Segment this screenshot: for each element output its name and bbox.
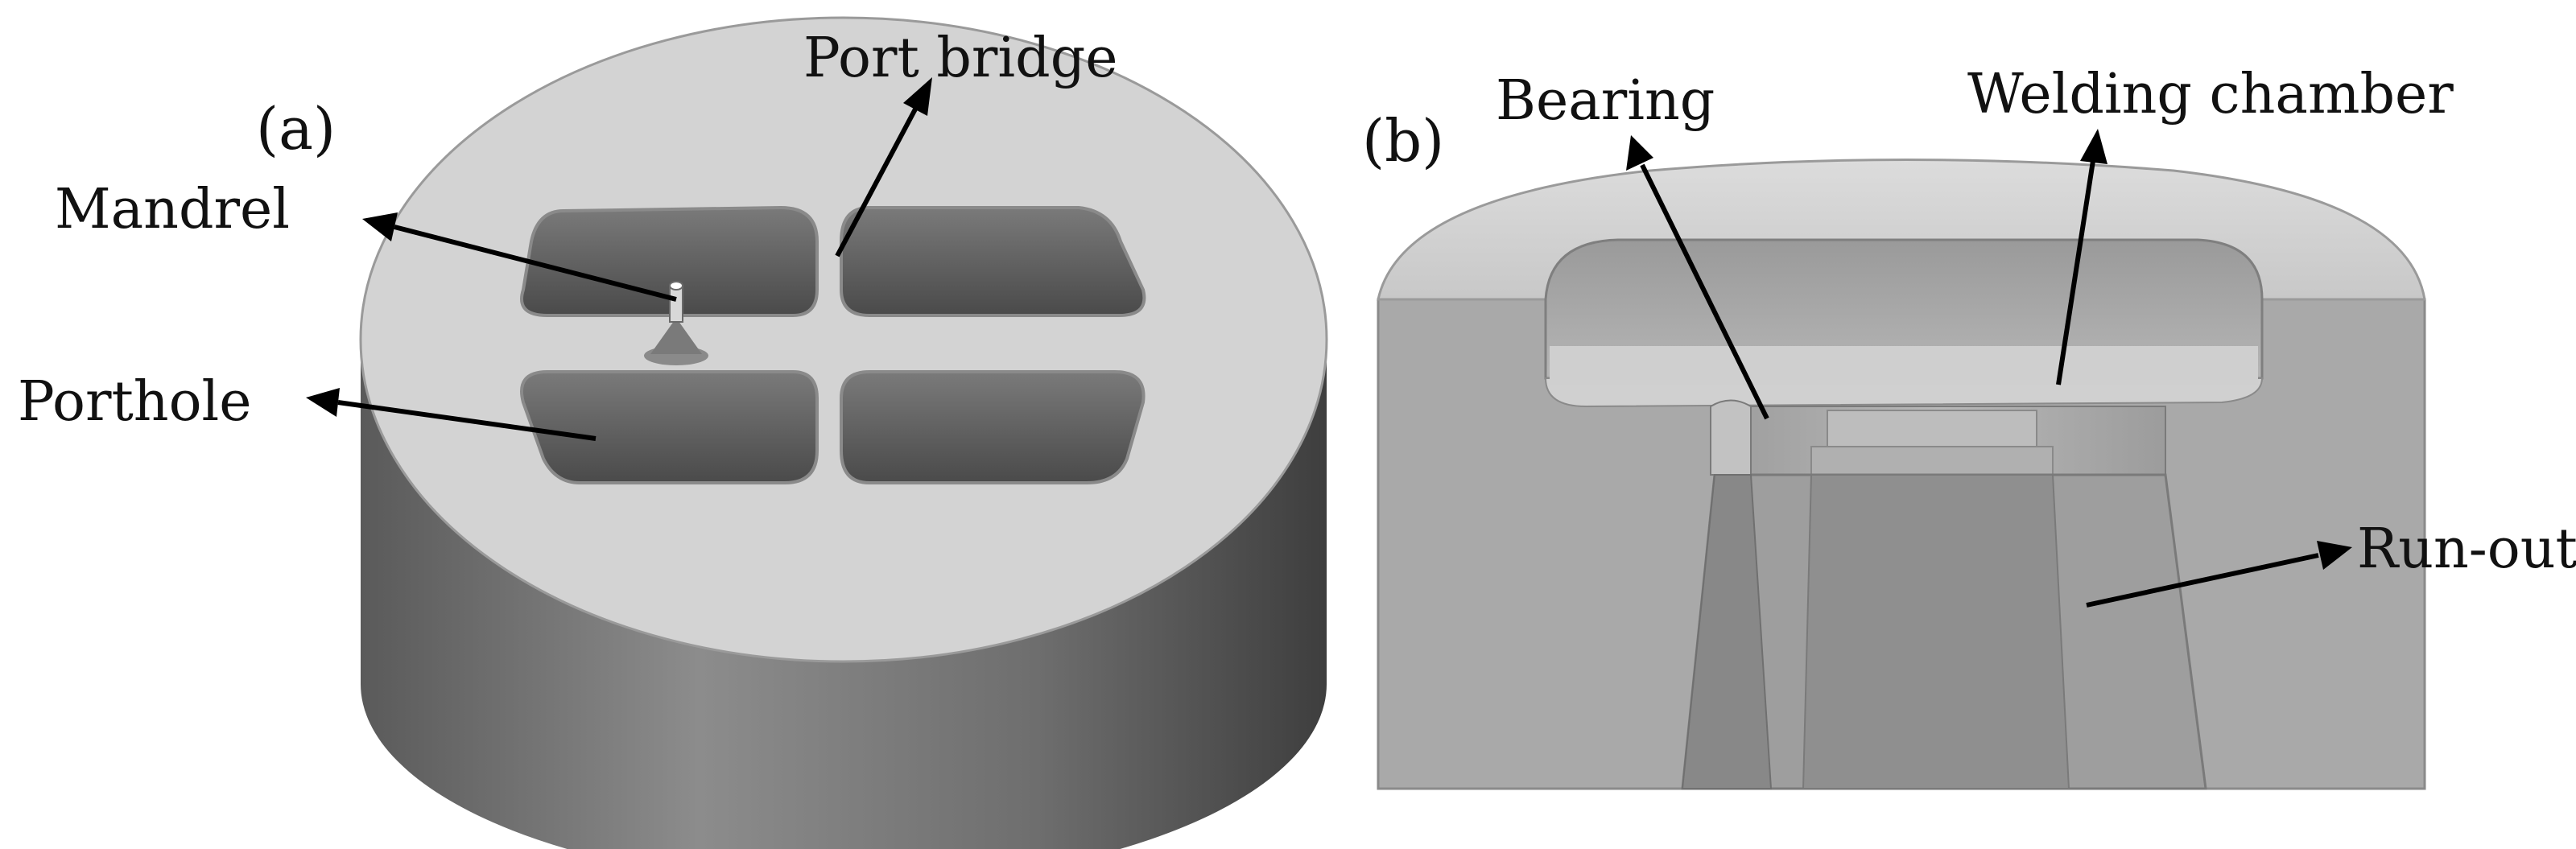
panel-a: (a) Port bridge Mandrel Porthole — [18, 16, 1328, 849]
porthole-bottom-right — [840, 370, 1146, 484]
label-run-out: Run-out — [2357, 517, 2576, 581]
porthole-openings — [520, 205, 1146, 484]
label-porthole: Porthole — [18, 370, 252, 434]
panel-b-tag: (b) — [1362, 107, 1444, 175]
porthole-bottom-left — [520, 370, 819, 484]
arrow-mandrel — [362, 212, 677, 302]
label-mandrel: Mandrel — [55, 178, 290, 241]
panel-a-tag: (a) — [256, 95, 336, 163]
mandrel-shape — [644, 281, 708, 365]
bearing-cylinder — [1710, 399, 1752, 476]
label-bearing: Bearing — [1496, 69, 1715, 133]
panel-b: (b) Bearing Welding chamber Run-out — [1362, 63, 2576, 790]
arrow-bearing — [1626, 135, 1769, 420]
arrow-welding-chamber — [2056, 129, 2107, 385]
porthole-top-right — [840, 206, 1146, 317]
porthole-top-left — [520, 205, 819, 317]
welding-chamber-floor — [1544, 377, 2264, 408]
die-top-face — [359, 16, 1328, 663]
arrow-run-out — [2086, 541, 2352, 608]
label-welding-chamber: Welding chamber — [1967, 63, 2454, 126]
welding-chamber-cavity — [1544, 238, 2264, 380]
arrow-porthole — [306, 388, 597, 441]
arrow-port-bridge — [835, 77, 932, 258]
label-port-bridge: Port bridge — [803, 27, 1117, 90]
